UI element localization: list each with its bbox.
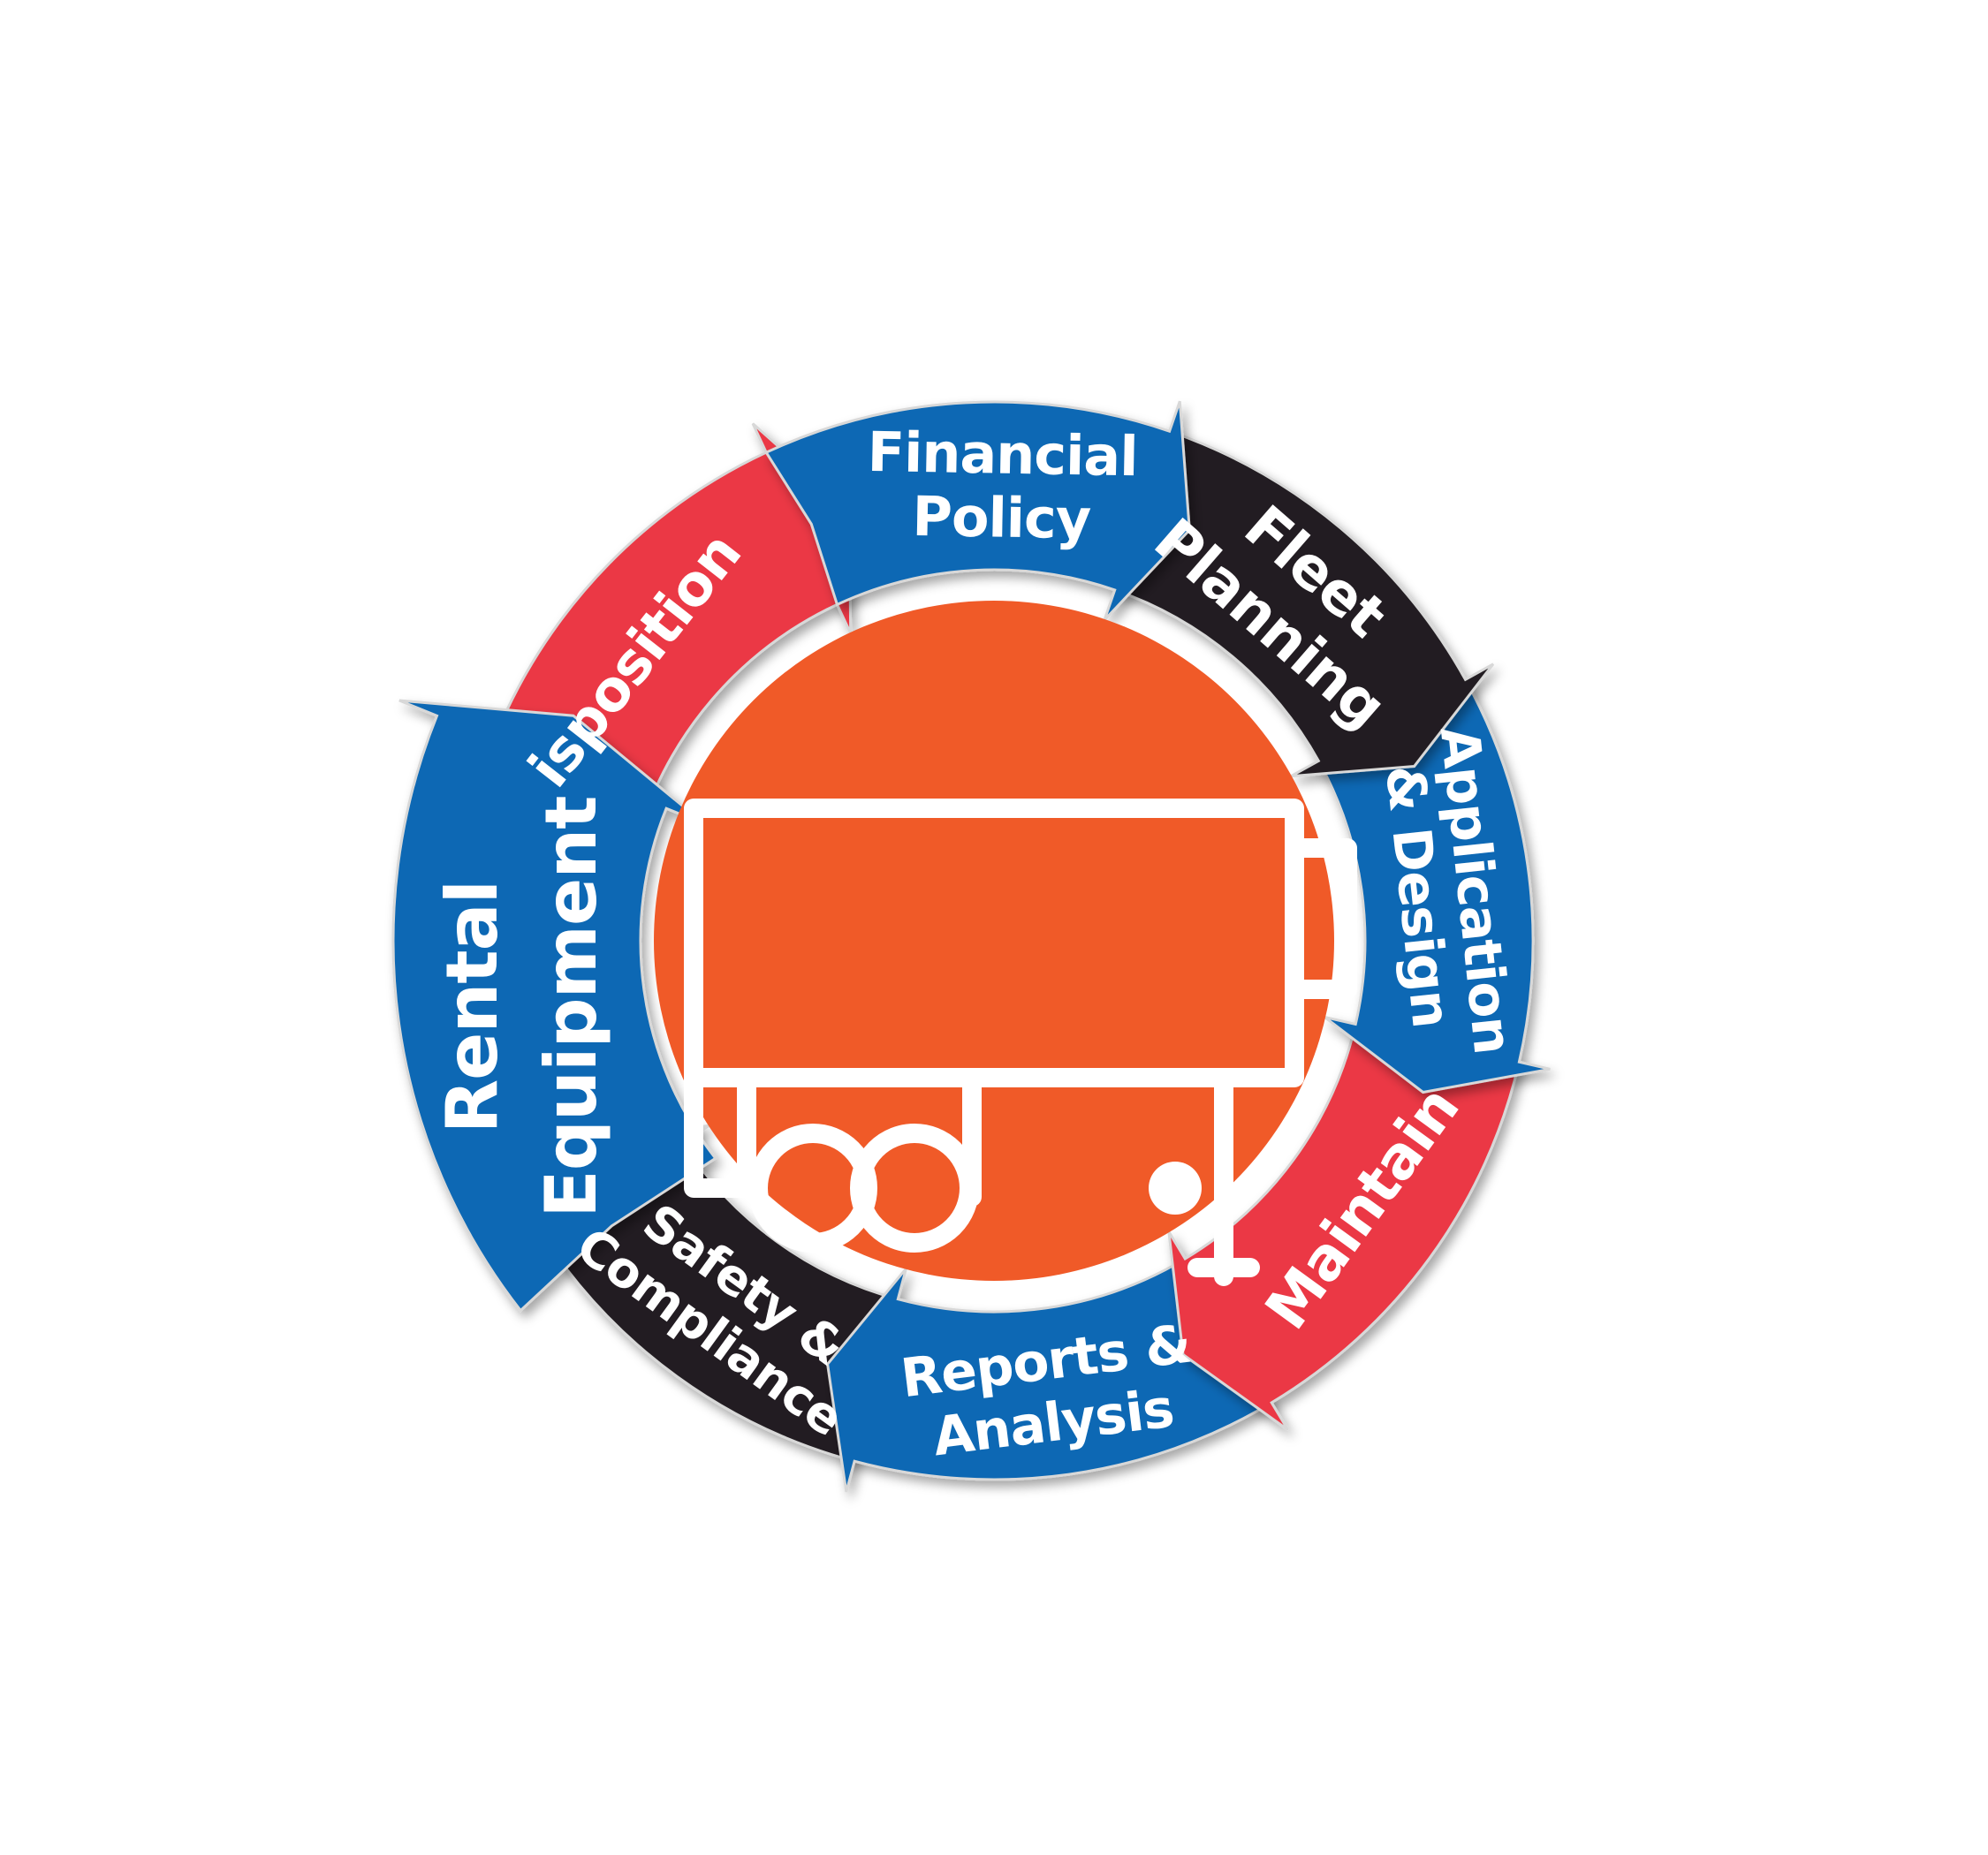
label-rental-equipment-line-1: Rental bbox=[431, 881, 513, 1133]
segment-arrow-application-design bbox=[1316, 678, 1551, 1094]
segment-arrow-maintain bbox=[1167, 1022, 1521, 1431]
segment-arrow-rental-equipment bbox=[391, 699, 717, 1313]
trailer-icon bbox=[684, 799, 1357, 1286]
label-rental-equipment-line-2: Equipment bbox=[530, 797, 612, 1218]
segment-arrow-financial-policy bbox=[764, 400, 1191, 621]
label-financial-policy-line-2: Policy bbox=[912, 484, 1092, 552]
trailer-landing-wheel bbox=[1149, 1162, 1202, 1215]
center-circle bbox=[654, 601, 1334, 1281]
segment-arrow-reports-analysis bbox=[826, 1256, 1274, 1493]
segment-ring bbox=[391, 400, 1551, 1493]
label-financial-policy-line-1: Financial bbox=[867, 420, 1138, 488]
segment-arrow-fleet-planning bbox=[1112, 429, 1495, 778]
center-hub bbox=[654, 601, 1357, 1286]
